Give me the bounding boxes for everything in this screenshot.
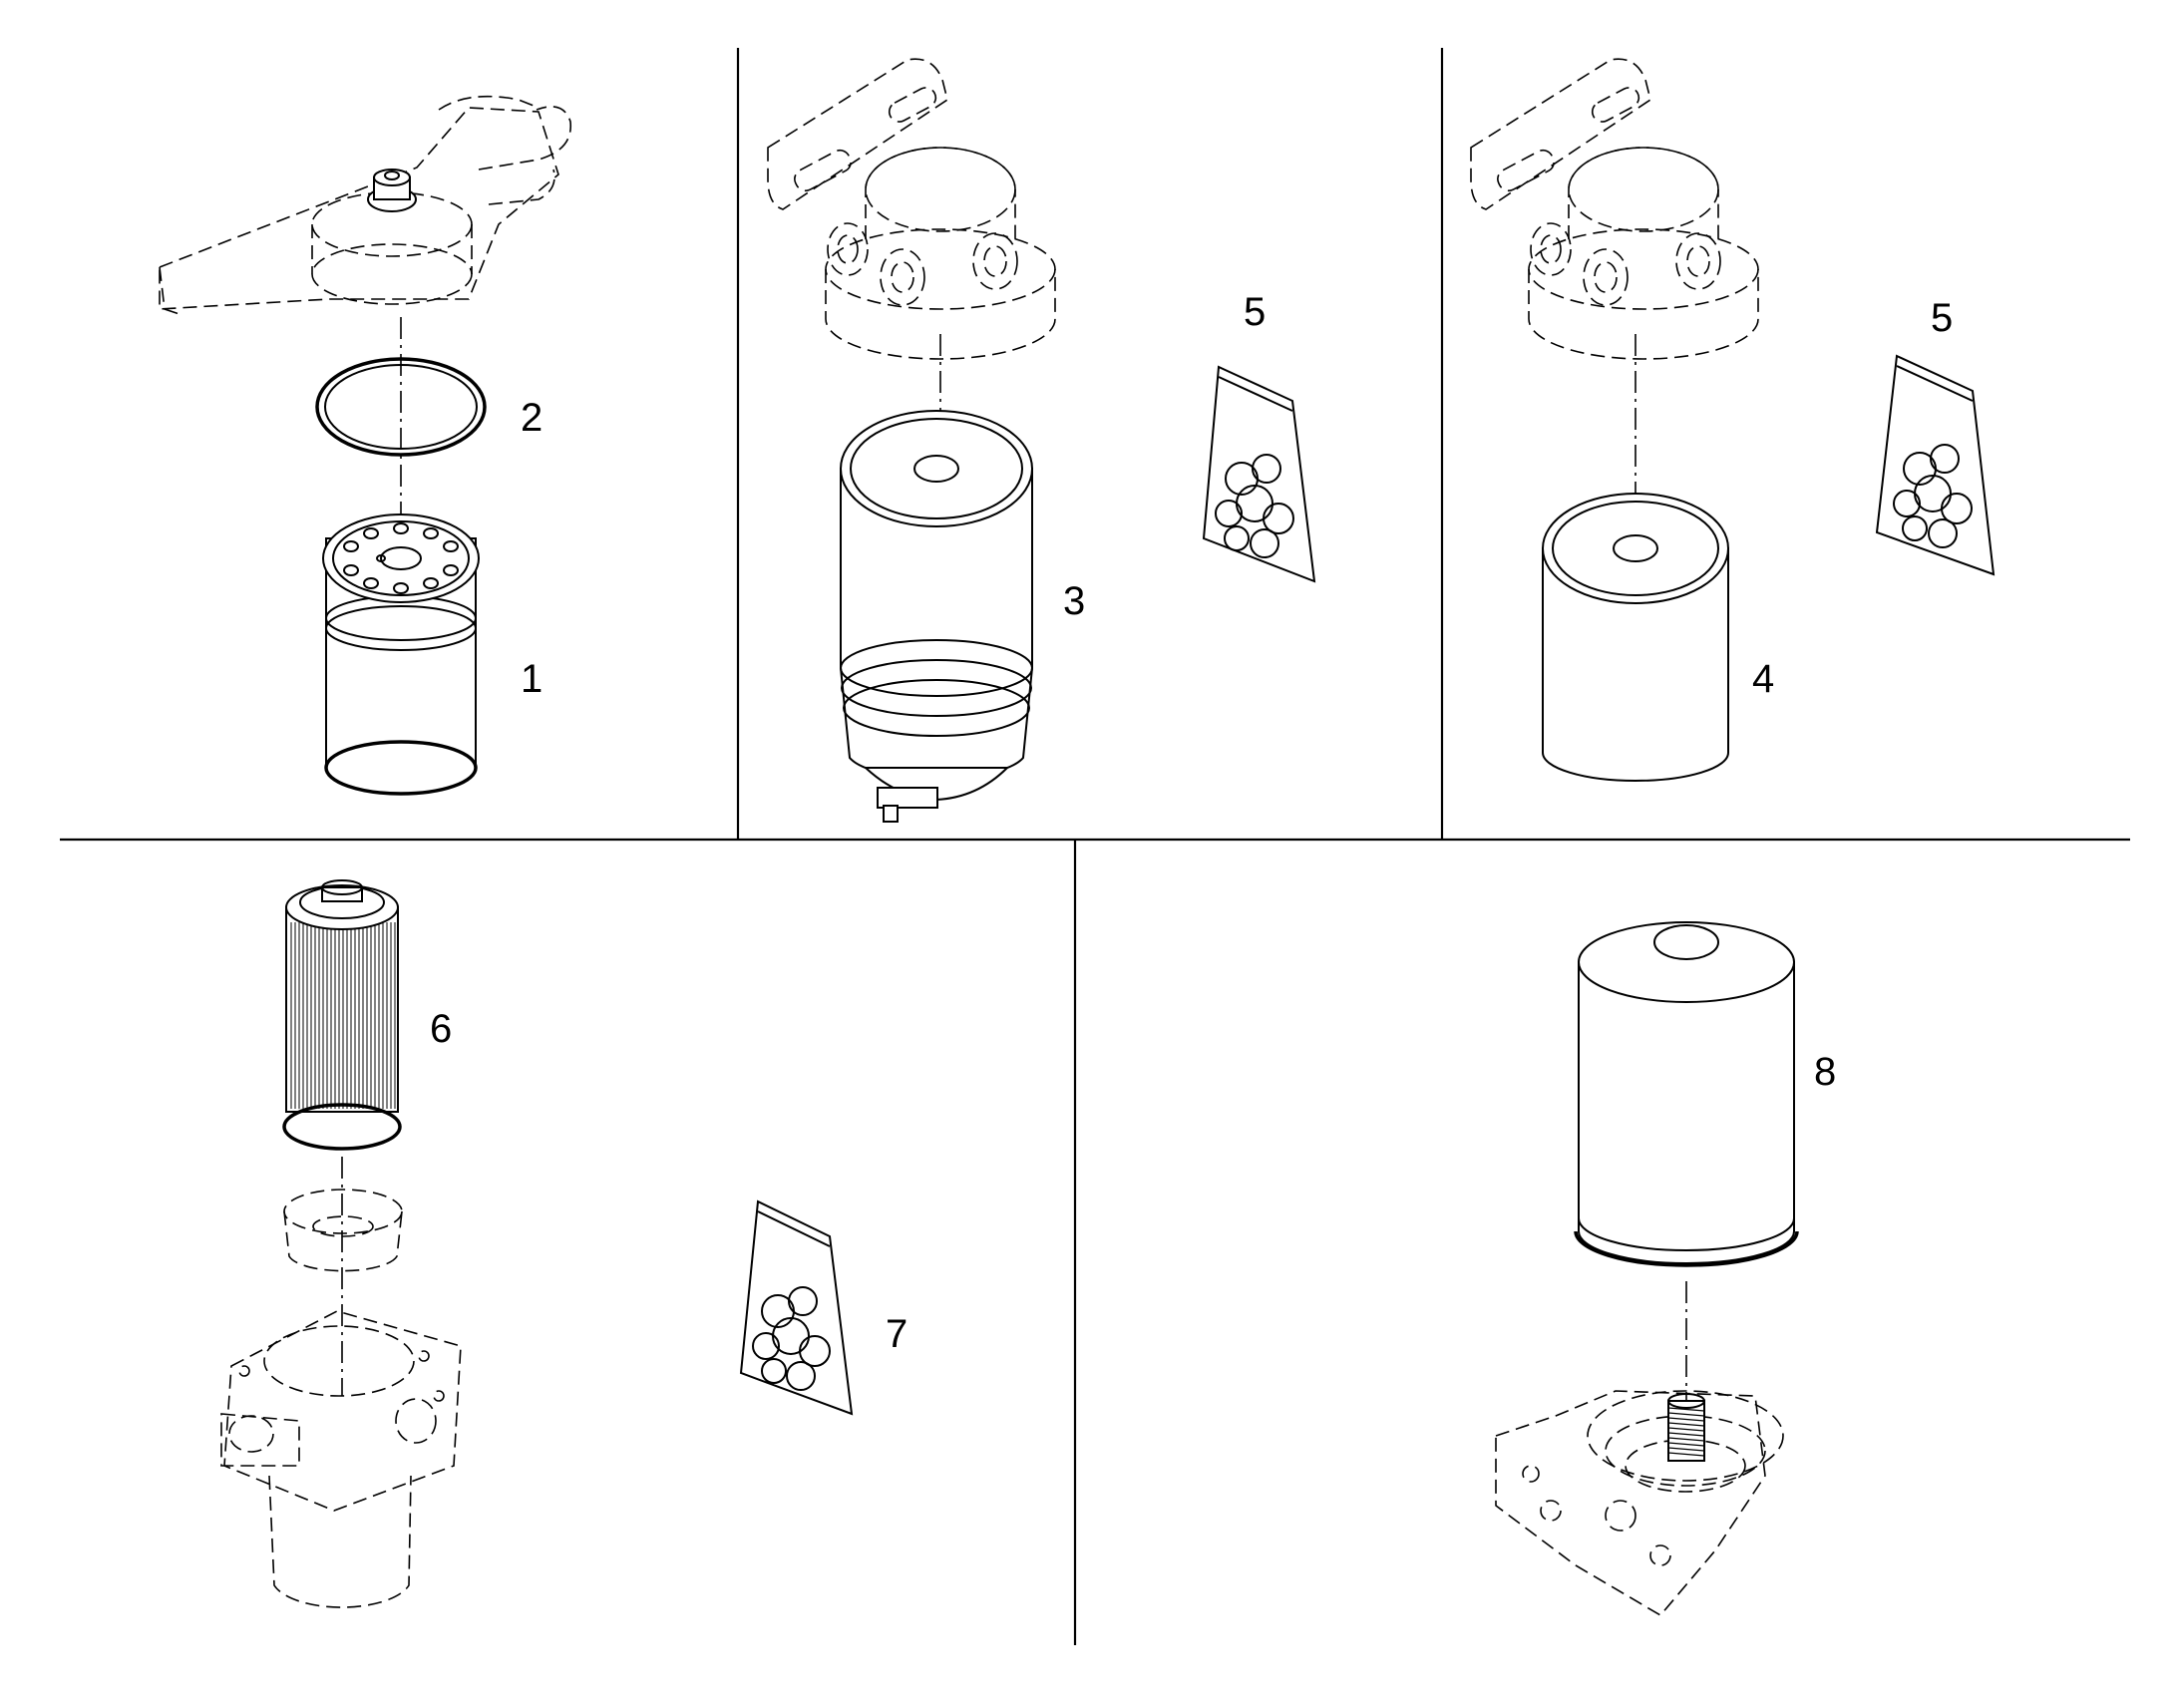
callout-5-panel-2: 5 <box>1244 290 1266 334</box>
filter-head-3 <box>1470 58 1759 360</box>
filter-housing <box>220 1310 462 1608</box>
callout-3: 3 <box>1063 579 1085 623</box>
callout-1: 1 <box>521 657 543 701</box>
filter-head-bracket <box>159 95 571 315</box>
seal-kit-bag-7 <box>739 1199 854 1416</box>
panel-4-assembly <box>220 879 854 1608</box>
fuel-filter-3 <box>840 410 1033 823</box>
callout-7: 7 <box>886 1312 908 1356</box>
seal-kit-bag-5b <box>1875 354 1996 576</box>
panel-5-assembly <box>1495 921 1799 1617</box>
callouts: 1 2 3 4 5 5 6 7 8 <box>430 290 1953 1356</box>
filter-cartridge-1 <box>322 513 480 796</box>
panel-dividers <box>60 48 2130 1645</box>
o-ring-2 <box>315 357 487 457</box>
callout-6: 6 <box>430 1007 452 1051</box>
callout-8: 8 <box>1814 1050 1836 1094</box>
panel-2-assembly <box>767 58 1316 823</box>
spin-on-head <box>1495 1390 1784 1617</box>
spin-on-filter-8 <box>1574 921 1799 1267</box>
panel-1-assembly <box>159 95 571 796</box>
hydraulic-element-6 <box>282 879 402 1151</box>
filter-cartridge-4 <box>1542 493 1729 782</box>
filter-bowl-insert <box>283 1189 403 1272</box>
seal-kit-bag-5a <box>1202 365 1316 583</box>
panel-3-assembly <box>1470 58 1996 782</box>
callout-2: 2 <box>521 396 543 440</box>
callout-4: 4 <box>1752 657 1774 701</box>
callout-5-panel-3: 5 <box>1931 296 1953 340</box>
filter-head-2 <box>767 58 1056 360</box>
